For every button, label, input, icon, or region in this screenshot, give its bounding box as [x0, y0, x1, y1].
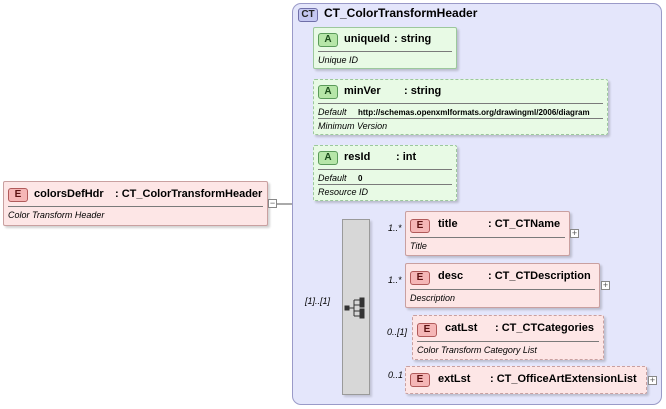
- attribute-default-label: Default: [318, 107, 347, 117]
- separator: [417, 341, 599, 342]
- separator: [410, 289, 595, 290]
- element-description: Color Transform Category List: [417, 345, 537, 355]
- attribute-uniqueid[interactable]: A uniqueId : string Unique ID: [313, 27, 457, 69]
- attribute-name: uniqueId: [344, 33, 390, 45]
- complex-type-name: CT_ColorTransformHeader: [324, 6, 478, 20]
- element-type: : CT_CTName: [488, 218, 561, 230]
- element-type: : CT_CTCategories: [495, 322, 595, 334]
- attribute-default-value: http://schemas.openxmlformats.org/drawin…: [358, 108, 590, 117]
- element-name: desc: [438, 270, 464, 282]
- element-title[interactable]: E title : CT_CTName Title: [405, 211, 570, 256]
- element-description: Description: [410, 293, 456, 303]
- attribute-type: : int: [396, 151, 417, 163]
- attribute-default-label: Default: [318, 173, 347, 183]
- element-type: : CT_OfficeArtExtensionList: [490, 373, 637, 385]
- element-catlst[interactable]: E catLst : CT_CTCategories Color Transfo…: [412, 315, 604, 360]
- element-description: Title: [410, 241, 427, 251]
- separator: [318, 51, 452, 52]
- attribute-description: Resource ID: [318, 187, 369, 197]
- attribute-description: Unique ID: [318, 55, 359, 65]
- element-badge: E: [8, 188, 28, 202]
- element-badge: E: [410, 219, 430, 233]
- element-name: catLst: [445, 322, 478, 334]
- attribute-name: resId: [344, 151, 371, 163]
- separator: [318, 118, 603, 119]
- root-element-description: Color Transform Header: [8, 210, 105, 220]
- element-multiplicity: 0..[1]: [387, 327, 408, 337]
- attribute-default-value: 0: [358, 174, 363, 183]
- sequence-icon: [344, 297, 365, 319]
- element-multiplicity: 1..*: [388, 223, 402, 233]
- root-element-type: : CT_ColorTransformHeader: [115, 188, 263, 200]
- element-badge: E: [410, 373, 430, 387]
- complex-type-badge: CT: [298, 8, 318, 22]
- plus-icon[interactable]: +: [570, 228, 579, 238]
- attribute-minver[interactable]: A minVer : string Default http://schemas…: [313, 79, 608, 135]
- separator: [318, 169, 452, 170]
- element-badge: E: [417, 323, 437, 337]
- plus-icon[interactable]: +: [648, 375, 657, 385]
- attribute-type: : string: [394, 33, 432, 45]
- attribute-type: : string: [404, 85, 442, 97]
- root-element-box[interactable]: E colorsDefHdr : CT_ColorTransformHeader…: [3, 181, 268, 226]
- element-extlst[interactable]: E extLst : CT_OfficeArtExtensionList: [405, 366, 647, 394]
- separator: [410, 237, 565, 238]
- minus-icon[interactable]: −: [268, 198, 277, 208]
- attribute-badge: A: [318, 33, 338, 47]
- element-type: : CT_CTDescription: [488, 270, 591, 282]
- element-name: title: [438, 218, 458, 230]
- attribute-description: Minimum Version: [318, 121, 388, 131]
- separator: [318, 103, 603, 104]
- attribute-resid[interactable]: A resId : int Default 0 Resource ID: [313, 145, 457, 201]
- element-multiplicity: 0..1: [388, 370, 404, 380]
- element-multiplicity: 1..*: [388, 275, 402, 285]
- attribute-name: minVer: [344, 85, 381, 97]
- sequence-multiplicity: [1]..[1]: [305, 296, 331, 306]
- attribute-badge: A: [318, 151, 338, 165]
- root-element-name: colorsDefHdr: [34, 188, 104, 200]
- element-desc[interactable]: E desc : CT_CTDescription Description: [405, 263, 600, 308]
- element-name: extLst: [438, 373, 471, 385]
- element-badge: E: [410, 271, 430, 285]
- separator: [8, 206, 263, 207]
- attribute-badge: A: [318, 85, 338, 99]
- plus-icon[interactable]: +: [601, 280, 610, 290]
- sequence-compositor[interactable]: [342, 219, 370, 395]
- separator: [318, 184, 452, 185]
